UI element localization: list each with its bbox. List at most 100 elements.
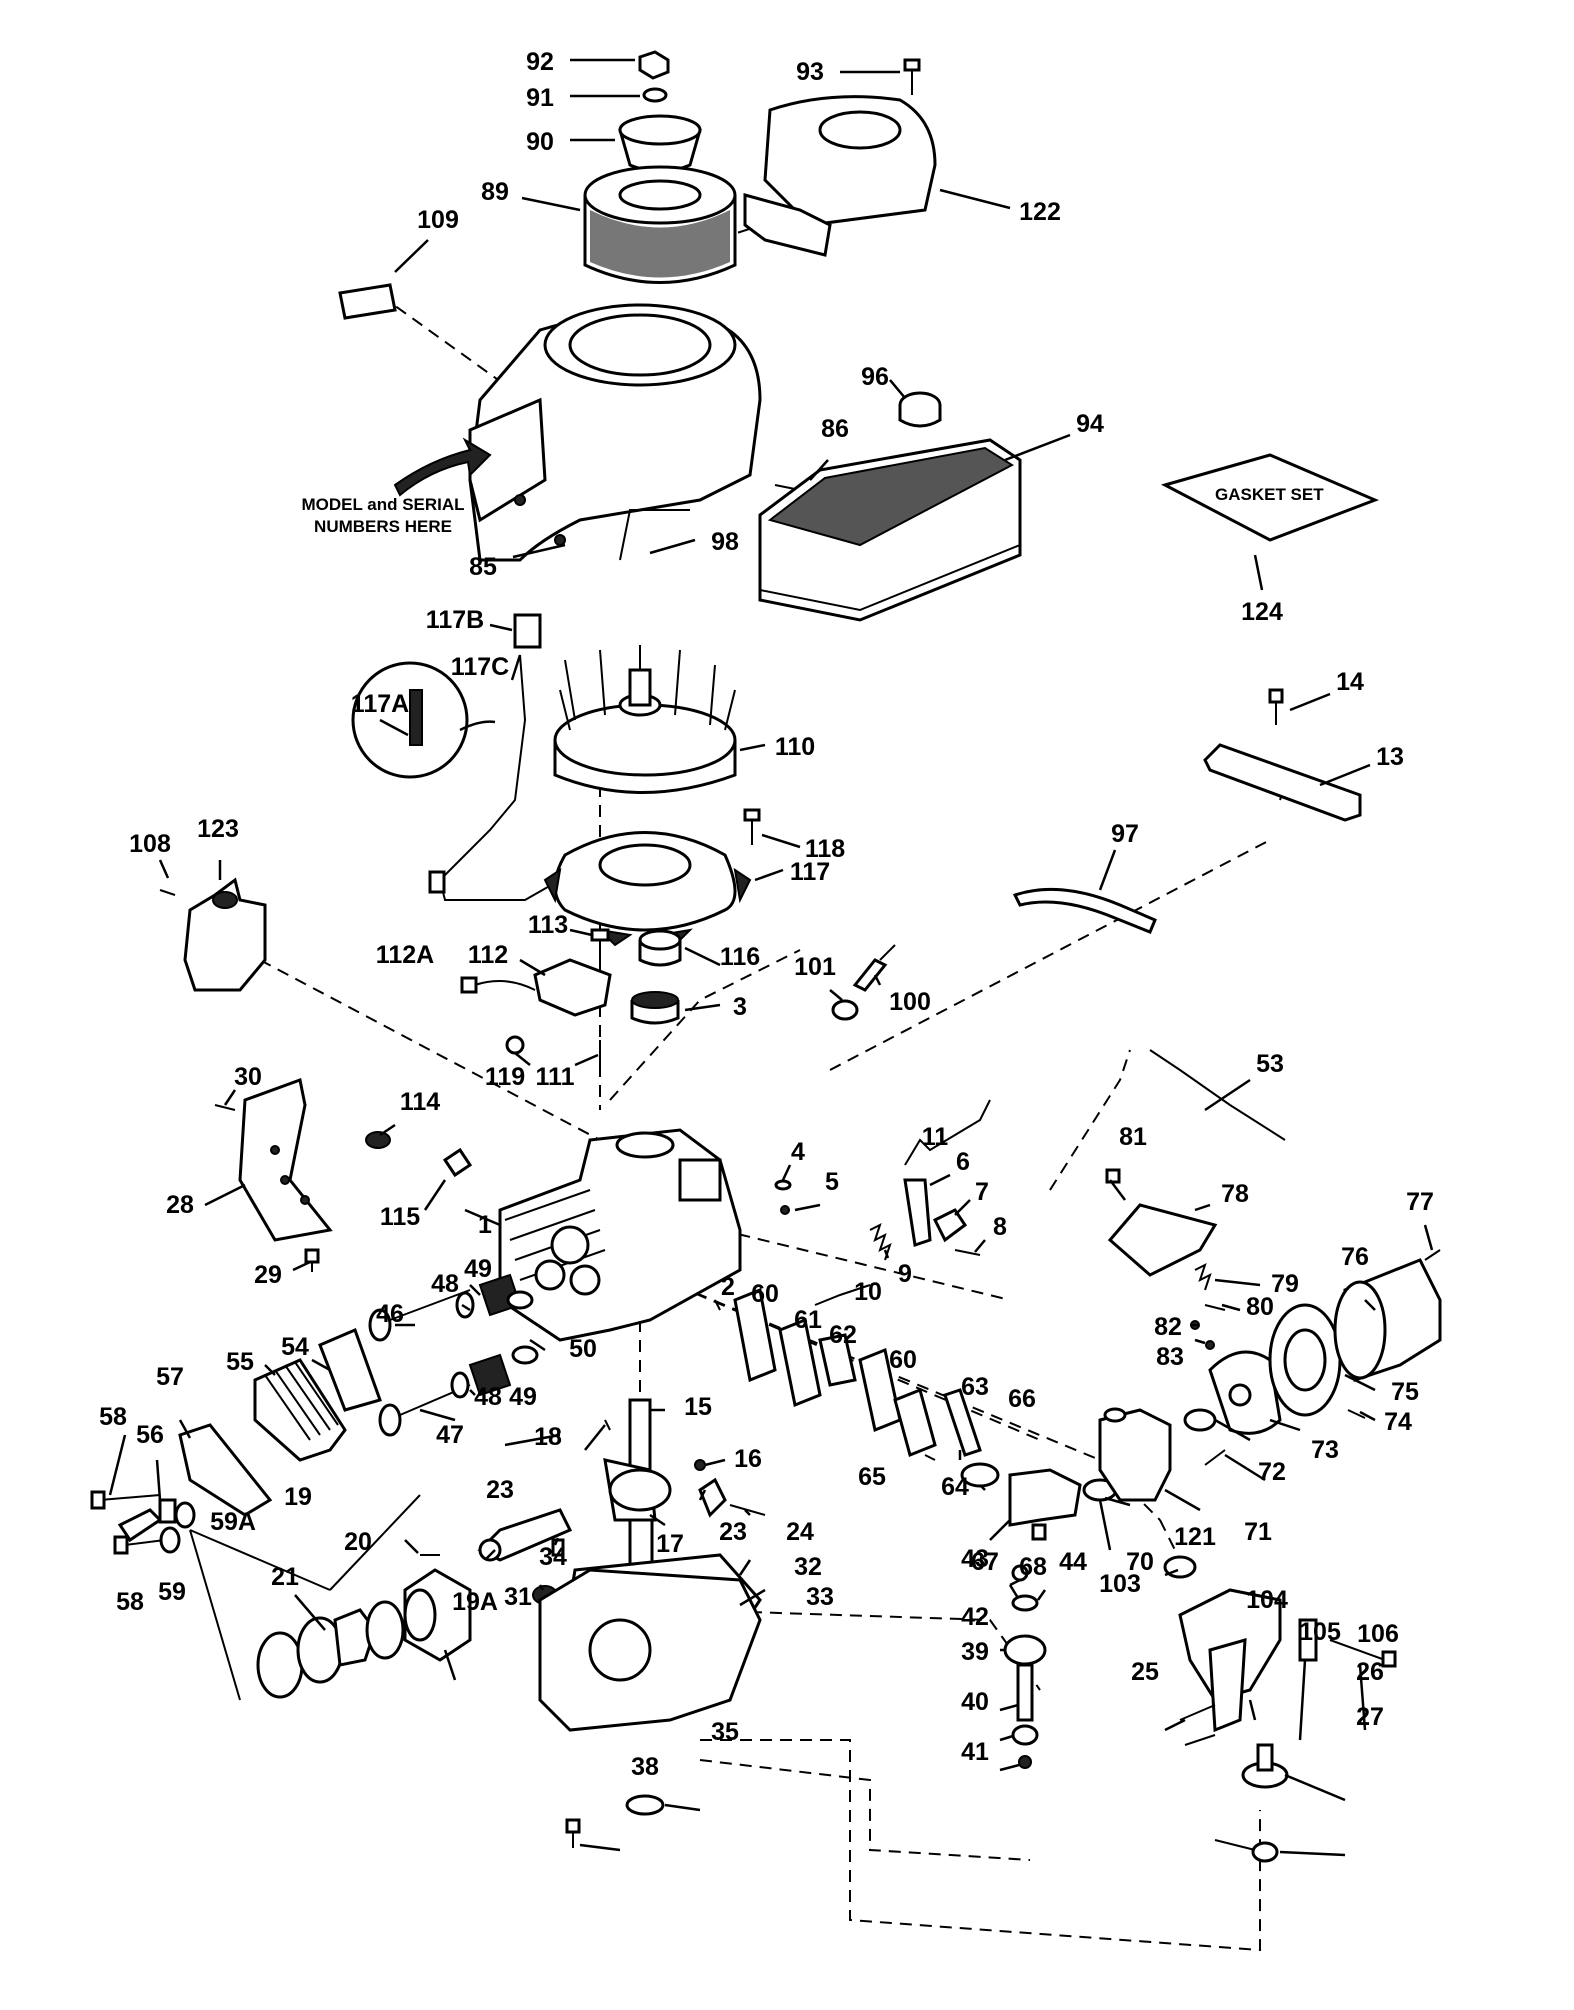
part-106-bolt [1329, 1639, 1397, 1668]
part-4-washer [774, 1179, 792, 1191]
part-60-gasket [733, 1287, 777, 1383]
part-119-wire [505, 1035, 525, 1055]
part-73-air-cleaner-base [1208, 1350, 1282, 1435]
label-81: 81 [1119, 1123, 1147, 1151]
part-25-screws [1179, 1704, 1216, 1746]
part-67-intake-elbow [1008, 1468, 1082, 1527]
part-55-cylinder-head [253, 1358, 347, 1462]
part-1-engine-block [498, 1128, 742, 1342]
label-55: 55 [226, 1348, 254, 1376]
label-29: 29 [254, 1261, 282, 1289]
part-35-seal [625, 1794, 665, 1816]
part-63-tube [943, 1388, 982, 1457]
label-47: 47 [436, 1421, 464, 1449]
part-59-washer [159, 1526, 181, 1554]
label-67: 67 [971, 1548, 999, 1576]
label-94: 94 [1076, 410, 1104, 438]
label-39: 39 [961, 1638, 989, 1666]
part-117-stator [543, 831, 752, 947]
label-44: 44 [1059, 1548, 1087, 1576]
part-108-screw [159, 889, 176, 896]
label-49a: 49 [464, 1255, 492, 1283]
part-123-control [183, 877, 267, 992]
part-104-muffler [1178, 1588, 1282, 1733]
part-77-screw [1424, 1249, 1441, 1261]
label-98: 98 [711, 528, 739, 556]
label-16: 16 [734, 1445, 762, 1473]
part-41-washer [1018, 1755, 1032, 1769]
part-93-screw [903, 58, 921, 95]
part-64-screw [924, 1454, 936, 1461]
part-59a-washer [174, 1501, 196, 1529]
label-42: 42 [961, 1603, 989, 1631]
part-117a-inset [351, 661, 496, 779]
part-100-primer [852, 944, 896, 992]
part-16-screw [694, 1459, 706, 1471]
part-54-head-gasket [318, 1327, 382, 1412]
label-23b: 23 [719, 1518, 747, 1546]
label-3: 3 [733, 993, 747, 1021]
part-17-crank-web [608, 1468, 672, 1512]
label-118: 118 [805, 835, 845, 863]
part-65-gasket [893, 1387, 937, 1458]
label-28: 28 [166, 1191, 194, 1219]
label-35: 35 [711, 1718, 739, 1746]
label-103: 103 [1099, 1570, 1141, 1598]
label-1: 1 [478, 1211, 492, 1239]
part-14-screw [1268, 688, 1284, 725]
label-4: 4 [791, 1138, 805, 1166]
label-59: 59 [158, 1578, 186, 1606]
label-64: 64 [941, 1473, 969, 1501]
label-23a: 23 [486, 1476, 514, 1504]
label-73: 73 [1311, 1436, 1339, 1464]
label-65: 65 [858, 1463, 886, 1491]
part-29-screw [304, 1248, 320, 1272]
label-6: 6 [956, 1148, 970, 1176]
part-118-screw [743, 808, 761, 845]
part-19-ring-set [189, 1494, 421, 1701]
label-27: 27 [1356, 1703, 1384, 1731]
label-93: 93 [796, 58, 824, 86]
part-23-connecting-rod [477, 1508, 573, 1562]
label-60a: 60 [751, 1280, 779, 1308]
part-94-fuel-tank [758, 438, 1022, 622]
part-78-control-bracket [1107, 1203, 1218, 1277]
label-60b: 60 [889, 1346, 917, 1374]
part-112-ignition-module [460, 958, 612, 1017]
part-50-valve-guide [506, 1290, 539, 1365]
label-14: 14 [1336, 668, 1364, 696]
part-79-spring [1194, 1263, 1212, 1291]
part-2-pin [714, 1299, 721, 1311]
label-101: 101 [794, 953, 836, 981]
part-81-screw [1105, 1168, 1121, 1184]
gasket-set-label: GASKET SET [1215, 485, 1324, 504]
part-75-filter [1268, 1303, 1342, 1417]
part-23b-rod-cap [698, 1477, 727, 1518]
part-124-gasket-set: GASKET SET [1160, 453, 1379, 542]
part-39-shaft [1016, 1663, 1034, 1722]
part-11-governor-link [904, 1099, 991, 1166]
label-108: 108 [129, 830, 171, 858]
part-21-piston-rings [256, 1600, 405, 1699]
label-116: 116 [720, 943, 760, 971]
part-38-screw [565, 1818, 581, 1848]
part-13-bracket [1203, 743, 1362, 822]
label-123: 123 [197, 815, 239, 843]
label-61: 61 [794, 1306, 822, 1334]
part-71-screw [1204, 1449, 1226, 1466]
label-117a: 117A [351, 690, 409, 718]
part-28-mount-bracket [238, 1077, 333, 1242]
label-38: 38 [631, 1753, 659, 1781]
part-122-air-cleaner-cover [743, 95, 937, 257]
label-33: 33 [806, 1583, 834, 1611]
part-97-fuel-line [1012, 887, 1157, 934]
label-85: 85 [469, 553, 497, 581]
label-46: 46 [376, 1300, 404, 1328]
label-70: 70 [1126, 1548, 1154, 1576]
part-61-gasket [778, 1317, 822, 1408]
part-26-oil-fill [1241, 1743, 1289, 1789]
label-89: 89 [481, 178, 509, 206]
label-49b: 49 [509, 1383, 537, 1411]
label-106: 106 [1357, 1620, 1399, 1648]
